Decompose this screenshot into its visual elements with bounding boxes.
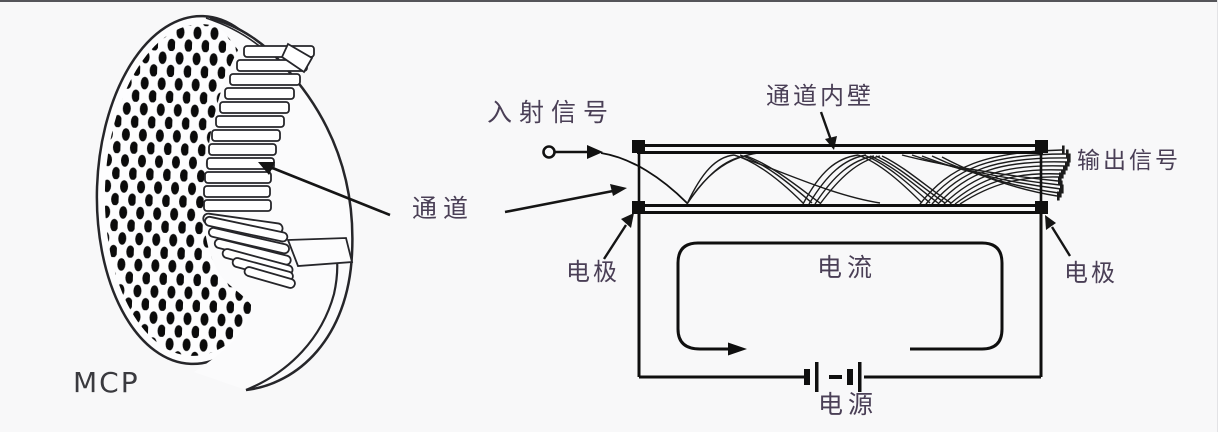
output-ticks xyxy=(1057,145,1071,201)
arrow-electrode-left xyxy=(602,213,634,260)
disc-rim-inner xyxy=(245,249,339,392)
channel-plate xyxy=(632,140,1048,214)
incident-signal-marker xyxy=(542,145,688,204)
arrow-channel-to-disc xyxy=(258,162,391,217)
annotation-arrows xyxy=(258,111,1072,260)
mcp-disc xyxy=(95,14,354,392)
image-top-border xyxy=(0,0,1218,2)
electrode-right-label: 电极 xyxy=(1064,259,1118,287)
current-loop xyxy=(676,241,1004,356)
disc-rim-notch xyxy=(286,237,354,267)
arrow-channel-to-plate xyxy=(504,184,627,214)
arrow-electrode-right xyxy=(1045,215,1072,257)
electrode-left-label: 电极 xyxy=(566,258,620,286)
channel-label: 通道 xyxy=(412,194,475,223)
current-label: 电流 xyxy=(817,253,878,282)
mcp-label: MCP xyxy=(73,366,140,399)
power-supply-label: 电源 xyxy=(818,390,879,419)
battery-icon xyxy=(804,362,862,392)
output-signal-lines xyxy=(901,145,1071,205)
current-arrowhead xyxy=(728,342,747,356)
circuit-box xyxy=(637,214,1043,392)
disc-top-bevel xyxy=(280,42,314,74)
output-signal-label: 输出信号 xyxy=(1077,148,1181,174)
channel-inner-wall-label: 通道内壁 xyxy=(766,82,874,110)
incident-signal-label: 入射信号 xyxy=(487,98,616,127)
electrode-terminals xyxy=(632,140,1048,214)
electron-cascade xyxy=(686,151,952,205)
